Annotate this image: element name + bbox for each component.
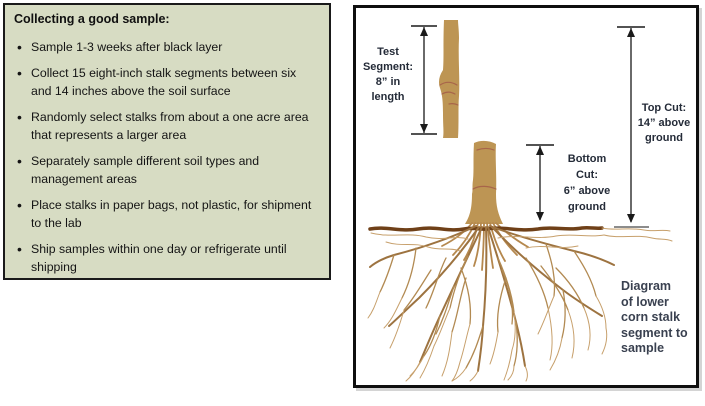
stalk-node-line (472, 185, 497, 190)
sampling-instructions-box: Collecting a good sample: Sample 1-3 wee… (3, 3, 331, 280)
stalk-node-line (448, 102, 459, 106)
top-cut-dimension-arrow (614, 26, 649, 228)
lower-stalk (465, 140, 503, 224)
list-item: Collect 15 eight-inch stalk segments bet… (14, 57, 321, 101)
label-line: 8” in (375, 76, 401, 88)
test-segment-dimension-arrow (411, 25, 437, 135)
label-line: Top Cut: (641, 102, 687, 114)
bottom-cut-dimension-arrow (526, 144, 554, 221)
label-line: Bottom (567, 153, 607, 165)
corn-stalk-diagram-panel: Test Segment: 8” in length Top Cut: 14” … (353, 5, 699, 388)
caption-line: segment to (621, 325, 688, 340)
caption-line: Diagram (621, 279, 672, 293)
instruction-list: Sample 1-3 weeks after black layer Colle… (14, 31, 321, 277)
top-cut-label: Top Cut: 14” above ground (630, 101, 698, 146)
label-line: ground (645, 132, 683, 144)
caption-line: corn stalk (621, 310, 681, 324)
root-system (367, 225, 673, 382)
list-item: Separately sample different soil types a… (14, 145, 321, 189)
caption-line: sample (621, 341, 665, 355)
label-line: length (371, 91, 405, 103)
corn-stalk-diagram (367, 20, 673, 382)
label-line: Test (377, 46, 399, 58)
info-box-title: Collecting a good sample: (14, 12, 170, 26)
label-line: 6” above (563, 185, 611, 197)
list-item: Sample 1-3 weeks after black layer (14, 31, 321, 57)
diagram-caption: Diagram of lower corn stalk segment to s… (621, 279, 699, 357)
stalk-node-line (439, 81, 458, 86)
label-line: 14” above (637, 117, 691, 129)
list-item: Randomly select stalks from about a one … (14, 101, 321, 145)
caption-line: of lower (621, 294, 669, 309)
upper-stalk-segment (439, 20, 460, 138)
list-item: Ship samples within one day or refrigera… (14, 233, 321, 277)
test-segment-label: Test Segment: 8” in length (358, 45, 418, 105)
stalk-node-line (476, 147, 495, 151)
stalk-node-line (441, 91, 456, 95)
list-item: Place stalks in paper bags, not plastic,… (14, 189, 321, 233)
label-line: ground (568, 201, 606, 213)
bottom-cut-label: Bottom Cut: 6” above ground (552, 151, 622, 215)
label-line: Segment: (362, 61, 414, 73)
label-line: Cut: (576, 169, 598, 181)
